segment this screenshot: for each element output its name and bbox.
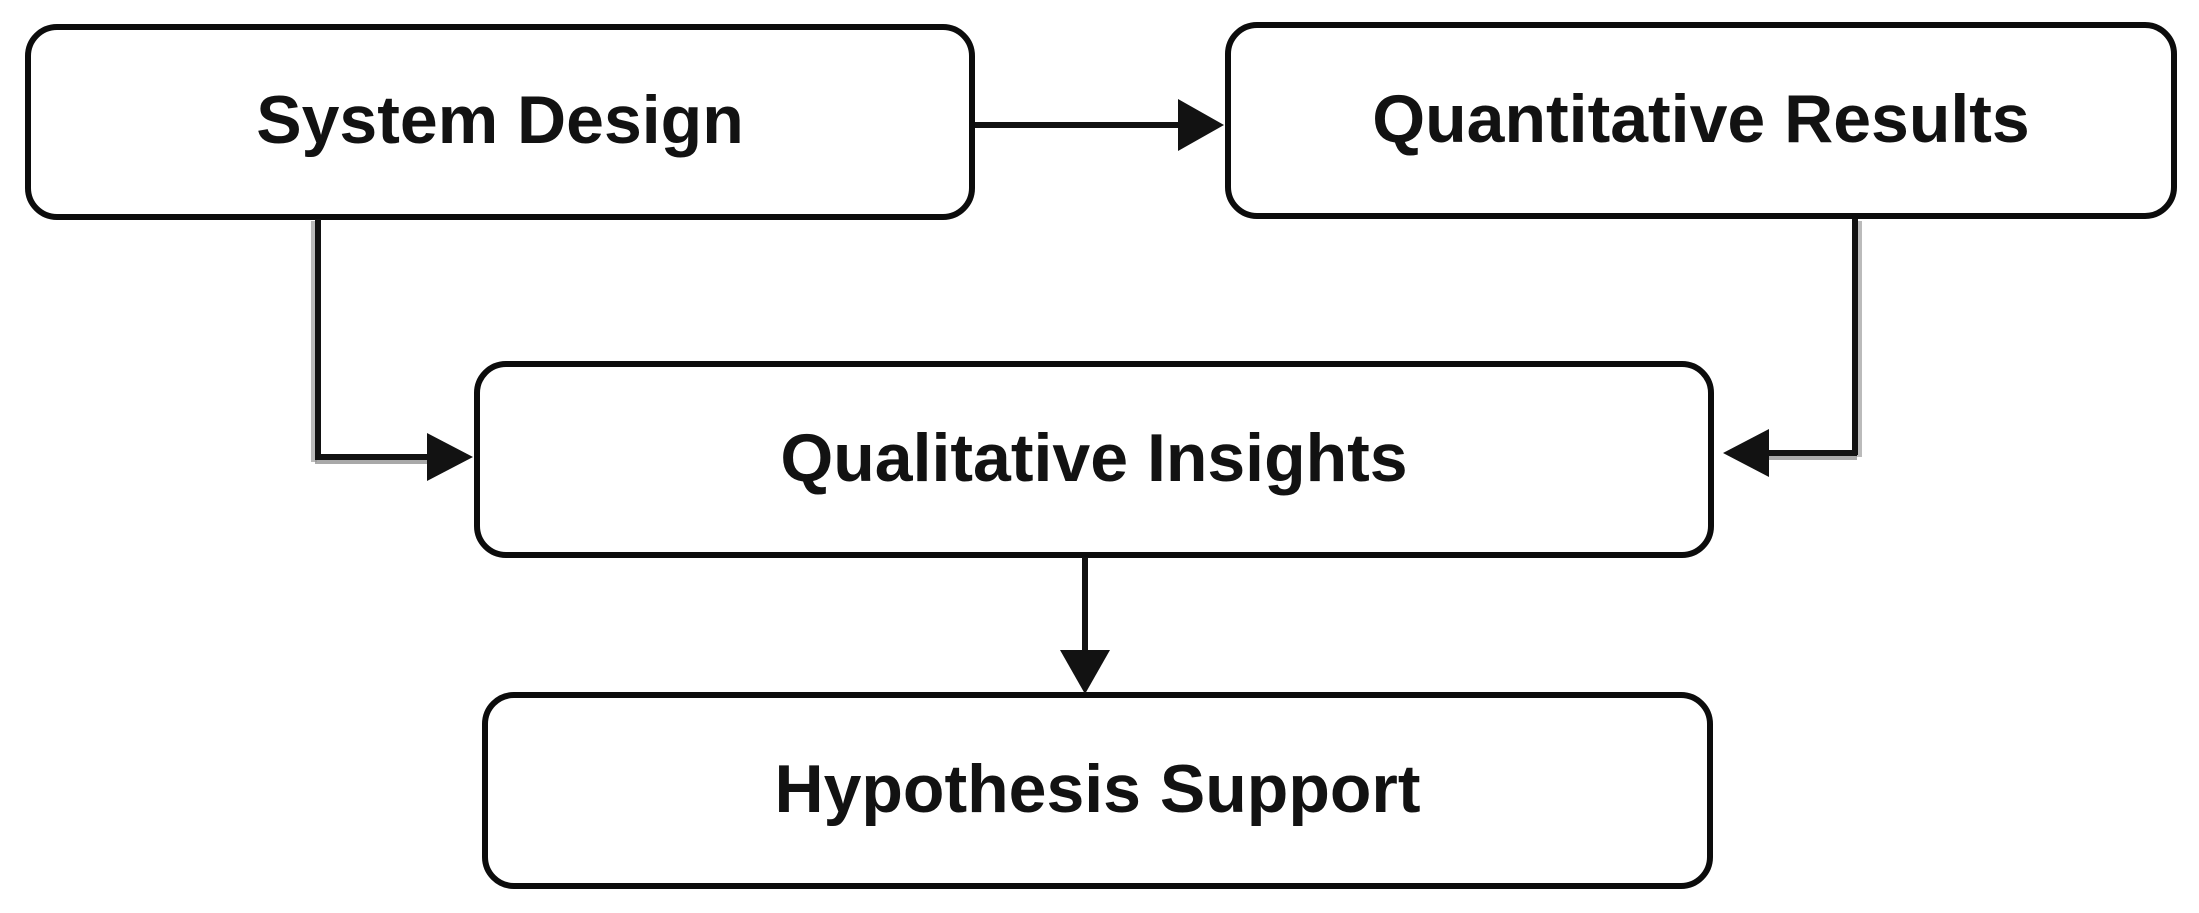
edge-qualitative-to-hypothesis-line: [1082, 557, 1088, 653]
edge-system-to-qualitative-horizontal-line: [315, 454, 427, 460]
edge-quantitative-to-qualitative-vertical-line: [1852, 219, 1858, 455]
arrowhead-down-icon: [1060, 650, 1110, 694]
node-hypothesis-support-label: Hypothesis Support: [774, 750, 1421, 827]
node-qualitative-insights-label: Qualitative Insights: [780, 419, 1408, 496]
arrowhead-right-icon: [1178, 99, 1224, 151]
node-system-design: System Design: [25, 24, 975, 220]
node-qualitative-insights: Qualitative Insights: [474, 361, 1714, 558]
edge-system-to-qualitative-vertical-line: [315, 219, 321, 460]
edge-system-to-quantitative-line: [975, 122, 1180, 128]
arrowhead-left-icon: [1723, 429, 1769, 477]
node-quantitative-results: Quantitative Results: [1225, 22, 2177, 219]
edge-quantitative-to-qualitative-horizontal-line: [1769, 450, 1857, 456]
arrowhead-right-icon: [427, 433, 473, 481]
node-system-design-label: System Design: [256, 82, 744, 158]
node-hypothesis-support: Hypothesis Support: [482, 692, 1713, 889]
node-quantitative-results-label: Quantitative Results: [1372, 80, 2030, 157]
